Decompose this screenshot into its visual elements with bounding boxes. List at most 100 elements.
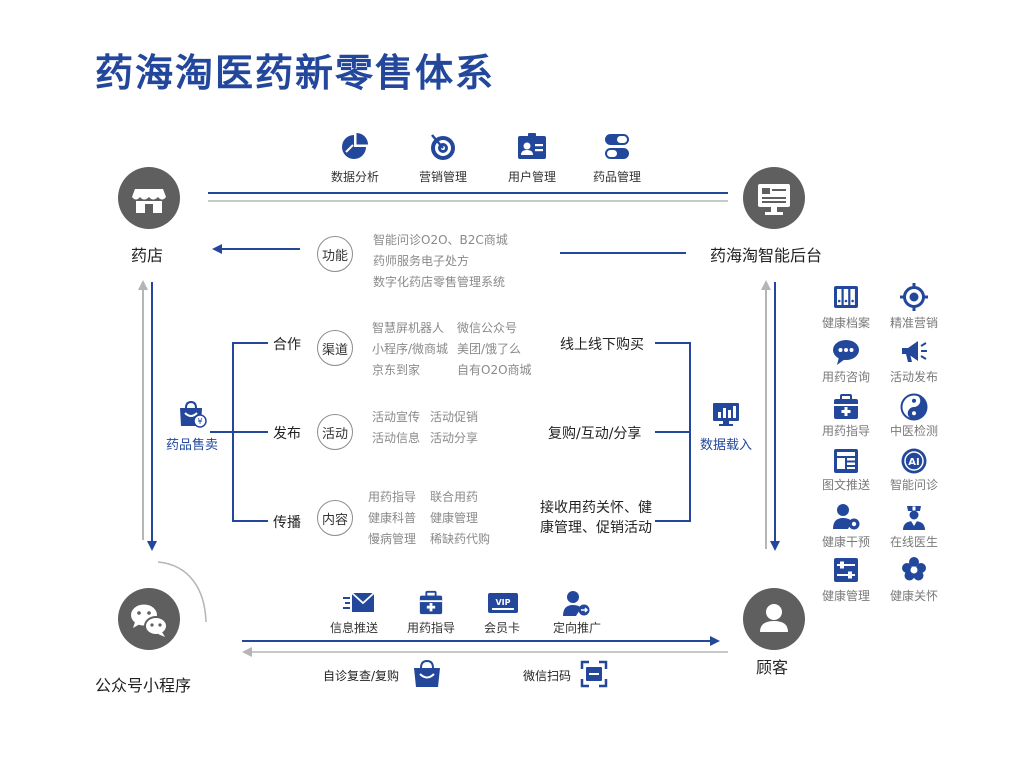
content-item: 稀缺药代购 [430,532,491,546]
drug-sales-icon-box: ¥ [177,400,207,430]
person-icon [760,604,788,632]
result-care-line: 康管理、促销活动 [540,520,652,536]
channel-col1: 智慧屏机器人 小程序/微商城 京东到家 [372,318,448,381]
user-arrow-icon [563,591,590,616]
function-ring: 功能 [317,236,353,272]
feature-label: 用药指导 [821,424,870,438]
branch-publish: 发布 [273,426,301,442]
user-gear-icon [833,504,860,530]
crosshair-icon [900,283,928,311]
megaphone-icon [902,341,927,362]
content-item: 慢病管理 [368,532,417,546]
activity-col2: 活动促销 活动分享 [430,407,478,449]
customer-label: 顾客 [756,658,789,677]
activity-item: 活动分享 [430,431,479,445]
function-item: 药师服务电子处方 [373,254,470,268]
tool-targeted-promotion [562,589,590,617]
bottom-tool-label: 用药指导 [406,621,455,635]
action-wechat-scan-icon-box [580,660,608,688]
user-card-icon [518,133,546,159]
backend-label: 药海淘智能后台 [710,246,823,265]
result-online-offline: 线上线下购买 [560,337,644,353]
result-care: 接收用药关怀、健 康管理、促销活动 [540,498,652,538]
wechat-icon [131,604,168,637]
feature-ai-consult: AI [900,447,928,475]
feature-label: 图文推送 [821,478,870,492]
pharmacy-node [118,167,180,229]
yin-yang-icon [900,393,928,421]
activity-item: 活动宣传 [372,410,421,424]
feature-online-doctor [900,502,928,530]
scan-icon [580,660,608,688]
feature-label: 活动发布 [889,370,938,384]
feature-tcm-test [900,393,928,421]
page-title: 药海淘医药新零售体系 [95,51,496,95]
function-item: 数字化药店零售管理系统 [373,275,506,289]
channel-item: 自有O2O商城 [457,363,532,377]
drug-sales-label: 药品售卖 [166,438,219,453]
feature-label: 精准营销 [889,316,938,330]
doctor-icon [903,506,925,530]
branch-spread: 传播 [273,515,301,531]
bottom-tool-label: 信息推送 [329,621,378,635]
tool-member-card: VIP [487,592,519,614]
feature-label: 在线医生 [889,535,938,549]
tool-user-management [517,132,547,162]
feature-label: 中医检测 [889,424,938,438]
data-load-icon-box [712,402,740,428]
tool-label: 数据分析 [330,170,379,184]
result-repurchase: 复购/互动/分享 [548,426,642,442]
article-icon [834,449,858,473]
feature-medication-consult [832,338,860,366]
wechat-label: 公众号小程序 [95,676,192,695]
tool-drug-management [602,132,632,162]
feature-label: 健康干预 [821,535,870,549]
feature-label: 健康关怀 [889,589,938,603]
tool-marketing [428,132,458,162]
feature-label: 智能问诊 [889,478,938,492]
bottom-tool-label: 会员卡 [483,621,520,635]
medkit-icon [419,590,443,615]
bar-monitor-icon [713,403,739,426]
customer-node [743,588,805,650]
content-item: 用药指导 [368,490,417,504]
svg-text:AI: AI [908,457,919,468]
channel-item: 美团/饿了么 [457,342,522,356]
pharmacy-label: 药店 [131,246,164,265]
archive-icon [834,286,858,308]
vip-card-icon: VIP [488,593,518,613]
wechat-node [118,588,180,650]
activity-ring: 活动 [317,414,353,450]
channel-col2: 微信公众号 美团/饿了么 自有O2O商城 [457,318,532,381]
content-ring: 内容 [317,500,353,536]
channel-item: 小程序/微商城 [372,342,449,356]
data-load-label: 数据载入 [700,438,753,453]
feature-precise-marketing [900,283,928,311]
feature-label: 用药咨询 [821,370,870,384]
feature-label: 健康管理 [821,589,870,603]
channel-item: 京东到家 [372,363,421,377]
mail-fast-icon [343,592,375,612]
content-item: 健康管理 [430,511,479,525]
store-icon [132,189,166,213]
target-icon [431,134,455,160]
svg-text:¥: ¥ [197,417,202,426]
function-item: 智能问诊O2O、B2C商城 [373,233,508,247]
tool-info-push [343,591,375,615]
content-item: 健康科普 [368,511,417,525]
bottom-tool-label: 定向推广 [552,621,601,635]
wechat-curve [157,561,207,623]
function-list: 智能问诊O2O、B2C商城 药师服务电子处方 数字化药店零售管理系统 [373,230,508,293]
ai-icon: AI [901,448,927,474]
chat-icon [833,340,859,365]
monitor-icon [758,184,790,215]
tool-label: 营销管理 [418,170,467,184]
backend-node [743,167,805,229]
feature-label: 健康档案 [821,316,870,330]
shopping-bag-yen-icon: ¥ [180,400,207,428]
content-item: 联合用药 [430,490,479,504]
branch-cooperation: 合作 [273,337,301,353]
sliders-icon [834,558,858,582]
capsule-icon [605,134,629,159]
